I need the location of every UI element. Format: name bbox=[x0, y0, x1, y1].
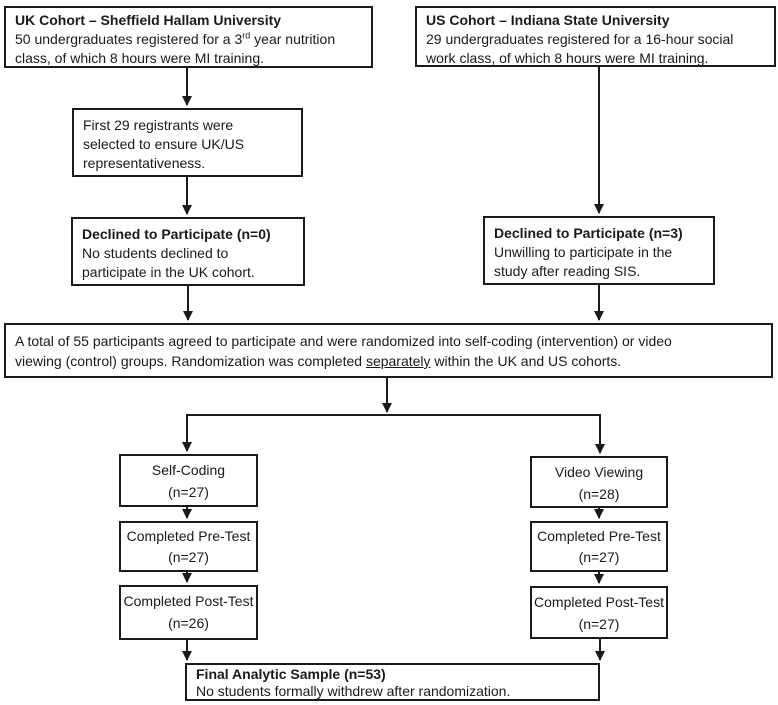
declined-us-line2: Unwilling to participate in the bbox=[494, 244, 673, 260]
post-test-left-box: Completed Post-Test (n=26) bbox=[119, 585, 258, 640]
self-coding-count: (n=27) bbox=[168, 484, 209, 500]
post-test-right-label: Completed Post-Test bbox=[534, 594, 664, 610]
video-viewing-count: (n=28) bbox=[578, 486, 620, 502]
video-viewing-label: Video Viewing bbox=[554, 464, 644, 480]
video-viewing-box: Video Viewing (n=28) bbox=[530, 456, 668, 508]
uk-cohort-box: UK Cohort – Sheffield Hallam University … bbox=[4, 6, 373, 68]
post-test-left-count: (n=26) bbox=[168, 615, 209, 631]
declined-us-box: Declined to Participate (n=3) Unwilling … bbox=[483, 216, 715, 285]
final-sample-title: Final Analytic Sample (n=53) bbox=[196, 666, 386, 682]
declined-uk-line2: No students declined to bbox=[82, 245, 229, 261]
post-test-right-box: Completed Post-Test (n=27) bbox=[530, 586, 668, 639]
uk-cohort-title: UK Cohort – Sheffield Hallam University bbox=[15, 12, 282, 28]
us-cohort-box: US Cohort – Indiana State University 29 … bbox=[415, 6, 776, 67]
declined-us-title: Declined to Participate (n=3) bbox=[494, 225, 683, 241]
us-cohort-line2: 29 undergraduates registered for a 16-ho… bbox=[426, 31, 734, 47]
randomization-box: A total of 55 participants agreed to par… bbox=[4, 323, 773, 378]
pre-test-right-label: Completed Pre-Test bbox=[537, 528, 661, 544]
uk-cohort-line2: 50 undergraduates registered for a 3rd y… bbox=[15, 30, 336, 47]
pre-test-left-box: Completed Pre-Test (n=27) bbox=[119, 521, 258, 572]
declined-uk-line3: participate in the UK cohort. bbox=[82, 264, 255, 280]
underlined-word: separately bbox=[365, 353, 431, 369]
post-test-left-label: Completed Post-Test bbox=[123, 593, 254, 609]
pre-test-left-label: Completed Pre-Test bbox=[126, 528, 251, 544]
declined-uk-box: Declined to Participate (n=0) No student… bbox=[71, 217, 305, 286]
ordinal-superscript: rd bbox=[242, 30, 251, 41]
post-test-right-count: (n=27) bbox=[578, 616, 620, 632]
uk-cohort-line3: class, of which 8 hours were MI training… bbox=[15, 50, 264, 66]
us-cohort-line3: work class, of which 8 hours were MI tra… bbox=[426, 50, 709, 66]
selection-line2: selected to ensure UK/US bbox=[83, 136, 245, 152]
declined-us-line3: study after reading SIS. bbox=[494, 263, 641, 279]
declined-uk-title: Declined to Participate (n=0) bbox=[82, 226, 271, 242]
selection-box: First 29 registrants were selected to en… bbox=[72, 108, 303, 177]
self-coding-box: Self-Coding (n=27) bbox=[119, 454, 258, 507]
final-sample-box: Final Analytic Sample (n=53) No students… bbox=[185, 663, 600, 701]
self-coding-label: Self-Coding bbox=[151, 462, 226, 478]
us-cohort-title: US Cohort – Indiana State University bbox=[426, 12, 670, 28]
selection-line1: First 29 registrants were bbox=[83, 117, 234, 133]
final-sample-line2: No students formally withdrew after rand… bbox=[196, 683, 511, 699]
pre-test-left-count: (n=27) bbox=[168, 549, 209, 565]
randomization-line1: A total of 55 participants agreed to par… bbox=[15, 333, 672, 349]
pre-test-right-count: (n=27) bbox=[578, 549, 620, 565]
selection-line3: representativeness. bbox=[83, 155, 206, 171]
randomization-line2: viewing (control) groups. Randomization … bbox=[15, 353, 622, 369]
pre-test-right-box: Completed Pre-Test (n=27) bbox=[530, 521, 668, 572]
